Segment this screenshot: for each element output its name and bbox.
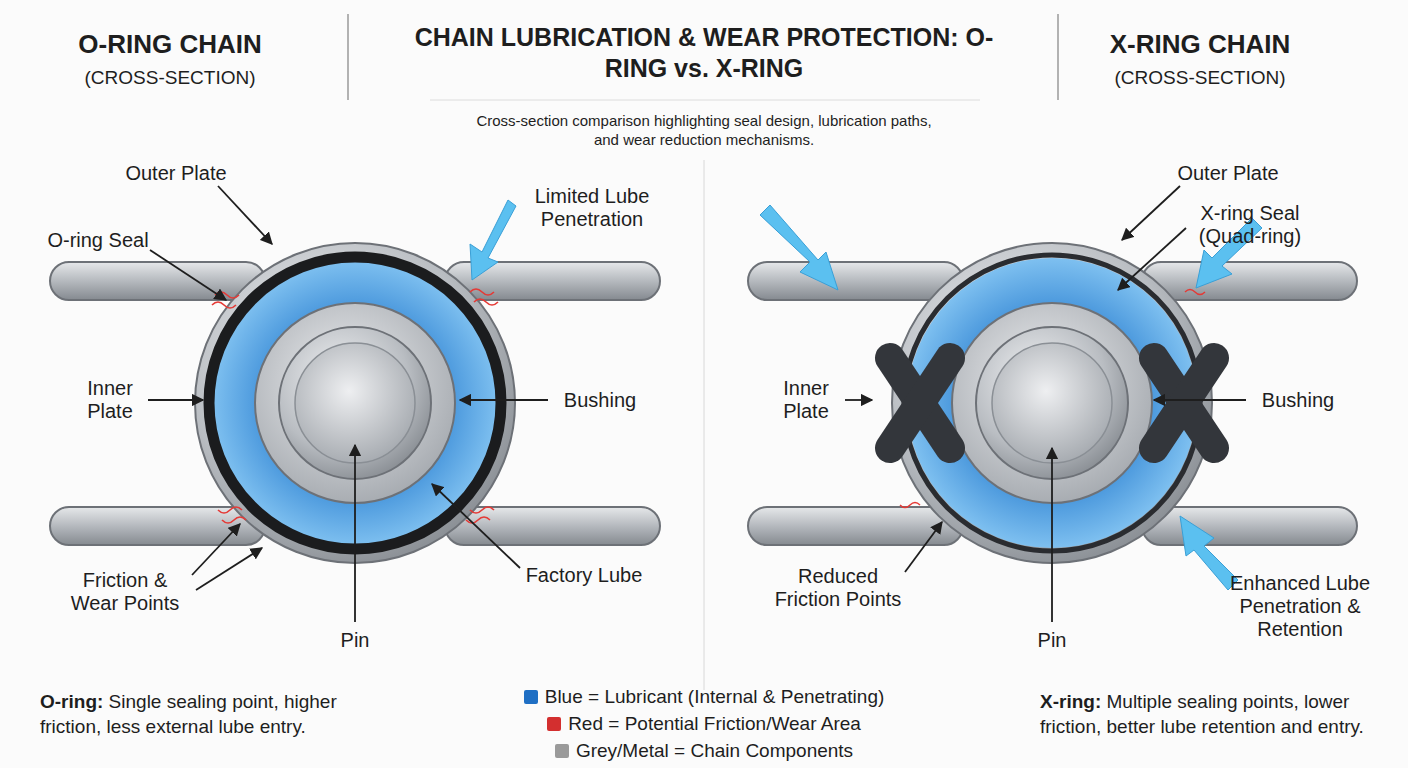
part-label: Bushing bbox=[550, 389, 650, 412]
part-label: Outer Plate bbox=[1153, 162, 1303, 185]
legend-text: Grey/Metal = Chain Components bbox=[576, 740, 853, 762]
part-label: Inner Plate bbox=[70, 377, 150, 423]
panel-heading: X-RING CHAIN bbox=[1035, 30, 1365, 60]
callout-label: Reduced Friction Points bbox=[773, 565, 903, 611]
summary-lead: O-ring: bbox=[40, 691, 103, 712]
caption: Cross-section comparison highlighting se… bbox=[464, 112, 944, 150]
part-label: O-ring Seal bbox=[23, 229, 173, 252]
summary: O-ring: Single sealing point, higher fri… bbox=[40, 690, 370, 739]
legend-swatch bbox=[555, 744, 569, 758]
callout-label: Enhanced Lube Penetration & Retention bbox=[1195, 572, 1405, 641]
part-label: Outer Plate bbox=[101, 162, 251, 185]
legend-swatch bbox=[524, 690, 538, 704]
title: CHAIN LUBRICATION & WEAR PROTECTION: O-R… bbox=[384, 22, 1024, 85]
panel-subheading: (CROSS-SECTION) bbox=[5, 67, 335, 89]
panel-heading: O-RING CHAIN bbox=[5, 30, 335, 60]
callout-label: Friction & Wear Points bbox=[60, 569, 190, 615]
legend-text: Red = Potential Friction/Wear Area bbox=[568, 713, 861, 735]
part-label: Inner Plate bbox=[766, 377, 846, 423]
part-label: Pin bbox=[1022, 629, 1082, 652]
callout-label: Limited Lube Penetration bbox=[512, 185, 672, 231]
legend-swatch bbox=[547, 717, 561, 731]
summary: X-ring: Multiple sealing points, lower f… bbox=[1040, 690, 1380, 739]
part-label: Bushing bbox=[1248, 389, 1348, 412]
part-label: X-ring Seal (Quad-ring) bbox=[1190, 202, 1310, 248]
legend-item: Grey/Metal = Chain Components bbox=[555, 740, 853, 762]
legend-text: Blue = Lubricant (Internal & Penetrating… bbox=[545, 686, 885, 708]
part-label: Pin bbox=[325, 629, 385, 652]
summary-lead: X-ring: bbox=[1040, 691, 1101, 712]
part-label: Factory Lube bbox=[509, 564, 659, 587]
legend-item: Red = Potential Friction/Wear Area bbox=[547, 713, 861, 735]
legend-item: Blue = Lubricant (Internal & Penetrating… bbox=[524, 686, 885, 708]
panel-subheading: (CROSS-SECTION) bbox=[1035, 67, 1365, 89]
